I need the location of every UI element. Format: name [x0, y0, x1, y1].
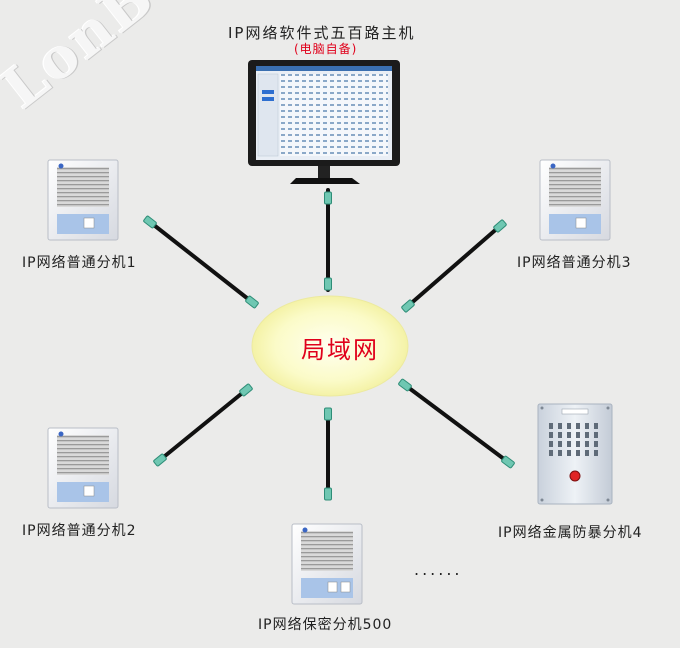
cable-terminal-1 [148, 220, 254, 304]
rj45-connectors [143, 191, 515, 501]
terminal-500-label: IP网络保密分机500 [258, 617, 393, 633]
more-terminals-ellipsis: ...... [414, 560, 463, 579]
terminal-500-device [291, 523, 363, 605]
cable-terminal-4 [403, 383, 510, 464]
terminal-2-device [47, 427, 119, 509]
terminal-4-device [537, 403, 613, 505]
host-title: IP网络软件式五百路主机 [228, 24, 416, 42]
terminal-3-label: IP网络普通分机3 [517, 255, 632, 271]
cable-terminal-2 [158, 388, 248, 462]
terminal-1-device [47, 159, 119, 241]
host-subtitle: (电脑自备) [294, 42, 358, 56]
lan-label: 局域网 [301, 336, 379, 364]
terminal-3-device [539, 159, 611, 241]
terminal-2-label: IP网络普通分机2 [22, 523, 137, 539]
cable-terminal-3 [406, 224, 502, 308]
host-pc-monitor [248, 60, 400, 184]
terminal-1-label: IP网络普通分机1 [22, 255, 137, 271]
network-cables [148, 188, 510, 498]
lan-ellipse [251, 295, 409, 397]
terminal-4-label: IP网络金属防暴分机4 [498, 525, 643, 541]
